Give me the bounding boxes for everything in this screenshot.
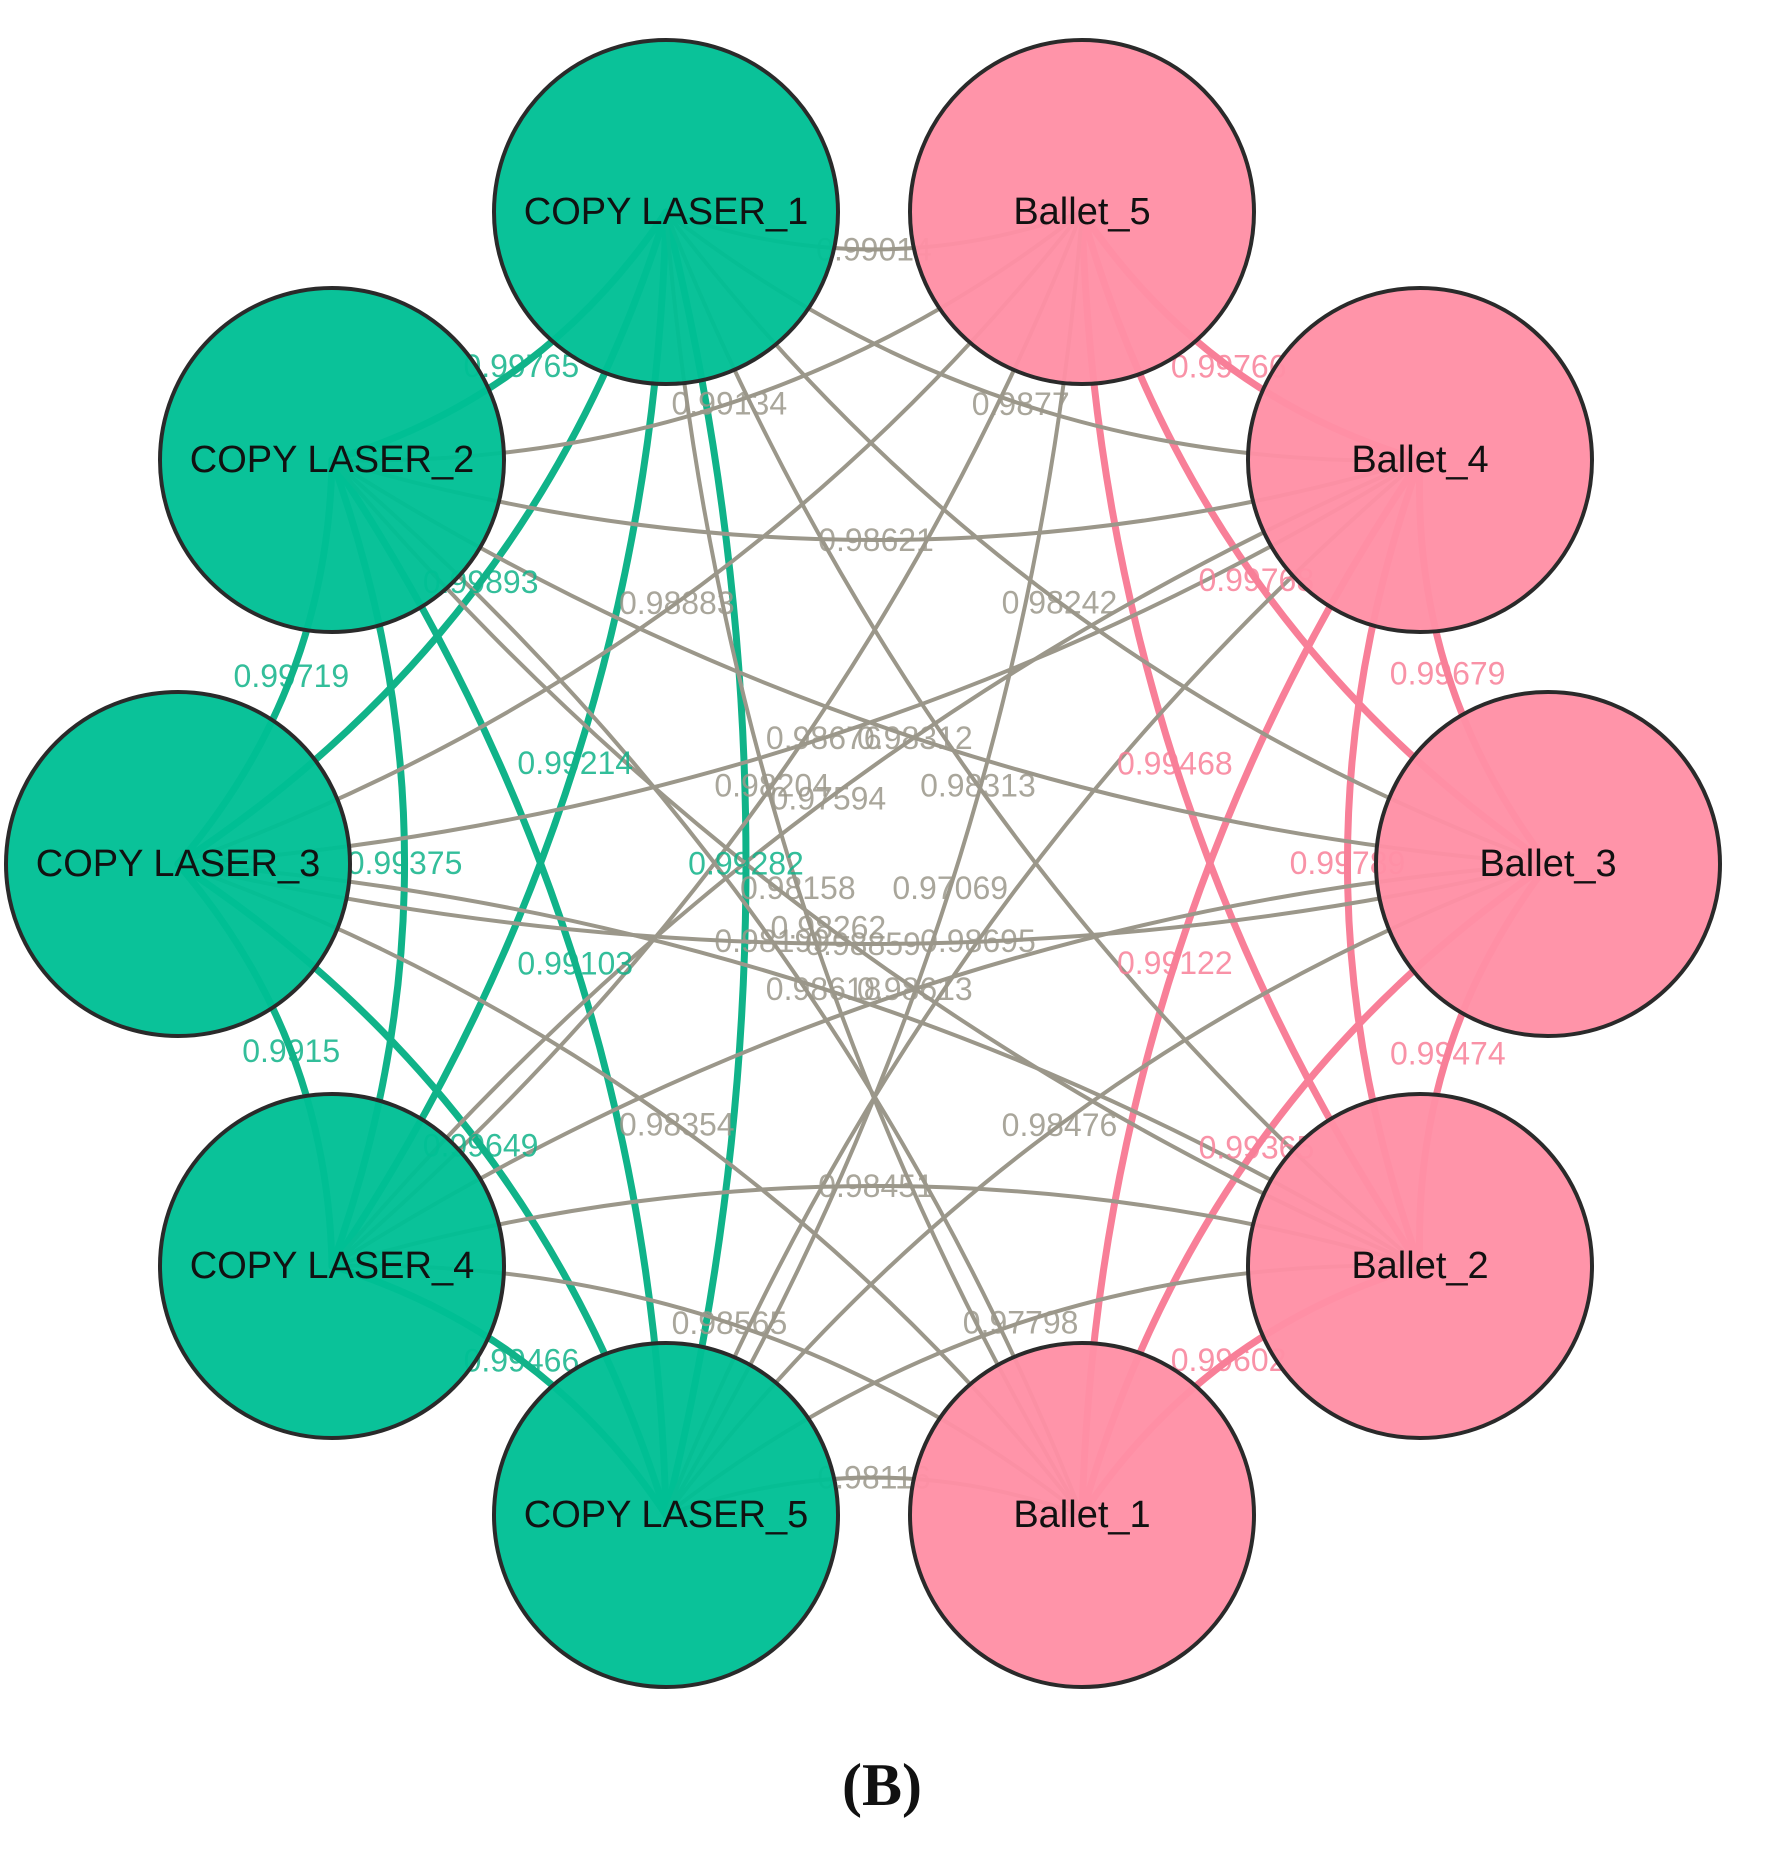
edge-label-cl2-b2: 0.98262 <box>771 909 887 945</box>
node-circle-b3 <box>1374 690 1722 1038</box>
edge-label-cl5-b2: 0.97798 <box>963 1305 1079 1341</box>
node-circle-cl5 <box>492 1341 840 1689</box>
node-label-b3: Ballet_3 <box>1479 843 1616 885</box>
node-b4: Ballet_4 <box>1246 286 1594 634</box>
node-b3: Ballet_3 <box>1374 690 1722 1038</box>
edge-label-cl3-cl4: 0.9915 <box>242 1033 340 1069</box>
edge-label-cl2-b3: 0.98312 <box>857 720 973 756</box>
node-label-b4: Ballet_4 <box>1351 439 1488 481</box>
node-circle-b1 <box>908 1341 1256 1689</box>
edge-cl4-b5 <box>330 210 1084 1268</box>
edge-cl3-b4 <box>176 458 1422 866</box>
edge-label-b4-b3: 0.99679 <box>1390 656 1506 692</box>
node-cl2: COPY LASER_2 <box>158 286 506 634</box>
edge-label-cl2-cl5: 0.99103 <box>517 945 633 981</box>
edge-label-cl5-b4: 0.98695 <box>920 923 1036 959</box>
edge-label-cl1-cl5: 0.99282 <box>688 846 804 882</box>
edge-label-b3-b2: 0.99474 <box>1390 1035 1506 1071</box>
edge-cl1-b1 <box>664 210 1084 1517</box>
edge-cl1-b2 <box>664 210 1422 1268</box>
edge-cl2-b1 <box>330 458 1084 1517</box>
edge-cl3-b3 <box>176 862 1550 946</box>
edge-label-cl3-b3: 0.98859 <box>805 926 921 962</box>
edge-cl5-b4 <box>664 458 1422 1517</box>
edge-label-cl4-b3: 0.98613 <box>857 971 973 1007</box>
edge-label-cl1-b1: 0.98158 <box>740 870 856 906</box>
edge-label-cl3-b1: 0.98354 <box>619 1107 735 1143</box>
node-circle-cl2 <box>158 286 506 634</box>
edge-label-cl1-b4: 0.9877 <box>972 386 1070 422</box>
node-cl4: COPY LASER_4 <box>158 1092 506 1440</box>
node-label-b1: Ballet_1 <box>1013 1494 1150 1536</box>
node-label-cl4: COPY LASER_4 <box>190 1245 474 1287</box>
edge-label-cl3-b5: 0.98883 <box>619 585 735 621</box>
edge-cl4-b4 <box>330 458 1422 1268</box>
node-circle-b4 <box>1246 286 1594 634</box>
node-label-b2: Ballet_2 <box>1351 1245 1488 1287</box>
edge-label-cl5-b5: 0.97069 <box>892 870 1008 906</box>
edge-label-cl2-cl3: 0.99719 <box>234 658 350 694</box>
edge-label-cl2-b4: 0.98621 <box>818 522 934 558</box>
edge-cl5-b5 <box>664 210 1084 1517</box>
edge-label-cl1-cl4: 0.99214 <box>517 745 633 781</box>
edge-label-cl3-b4: 0.98676 <box>766 720 882 756</box>
edge-label-cl4-b4: 0.97594 <box>771 781 887 817</box>
edge-label-cl1-b2: 0.98313 <box>920 768 1036 804</box>
node-circle-cl1 <box>492 38 840 386</box>
node-label-cl5: COPY LASER_5 <box>524 1494 808 1536</box>
edge-label-cl4-b5: 0.98204 <box>714 767 830 803</box>
edge-label-cl2-b5: 0.99134 <box>671 386 787 422</box>
edge-label-cl2-b1: 0.98199 <box>714 923 830 959</box>
edge-label-cl5-b3: 0.98476 <box>1002 1107 1118 1143</box>
edge-label-cl2-cl4: 0.99375 <box>347 845 463 881</box>
node-circle-b2 <box>1246 1092 1594 1440</box>
node-label-cl3: COPY LASER_3 <box>36 843 320 885</box>
node-label-cl2: COPY LASER_2 <box>190 439 474 481</box>
node-b1: Ballet_1 <box>908 1341 1256 1689</box>
node-cl1: COPY LASER_1 <box>492 38 840 386</box>
node-circle-cl3 <box>4 690 352 1038</box>
node-b2: Ballet_2 <box>1246 1092 1594 1440</box>
edge-cl3-b2 <box>176 862 1422 1268</box>
edge-label-b5-b2: 0.99468 <box>1117 745 1233 781</box>
edge-label-cl4-b1: 0.98565 <box>672 1305 788 1341</box>
node-circle-cl4 <box>158 1092 506 1440</box>
edge-label-b4-b1: 0.99122 <box>1117 945 1233 981</box>
node-cl5: COPY LASER_5 <box>492 1341 840 1689</box>
edge-label-cl3-b2: 0.98618 <box>766 971 882 1007</box>
panel-label: (B) <box>842 1752 922 1818</box>
edge-cl2-b2 <box>330 458 1422 1268</box>
edge-label-cl1-b3: 0.98242 <box>1002 584 1118 620</box>
edge-label-cl4-b2: 0.98451 <box>818 1168 934 1204</box>
node-cl3: COPY LASER_3 <box>4 690 352 1038</box>
node-b5: Ballet_5 <box>908 38 1256 386</box>
node-label-cl1: COPY LASER_1 <box>524 191 808 233</box>
node-label-b5: Ballet_5 <box>1013 191 1150 233</box>
node-circle-b5 <box>908 38 1256 386</box>
